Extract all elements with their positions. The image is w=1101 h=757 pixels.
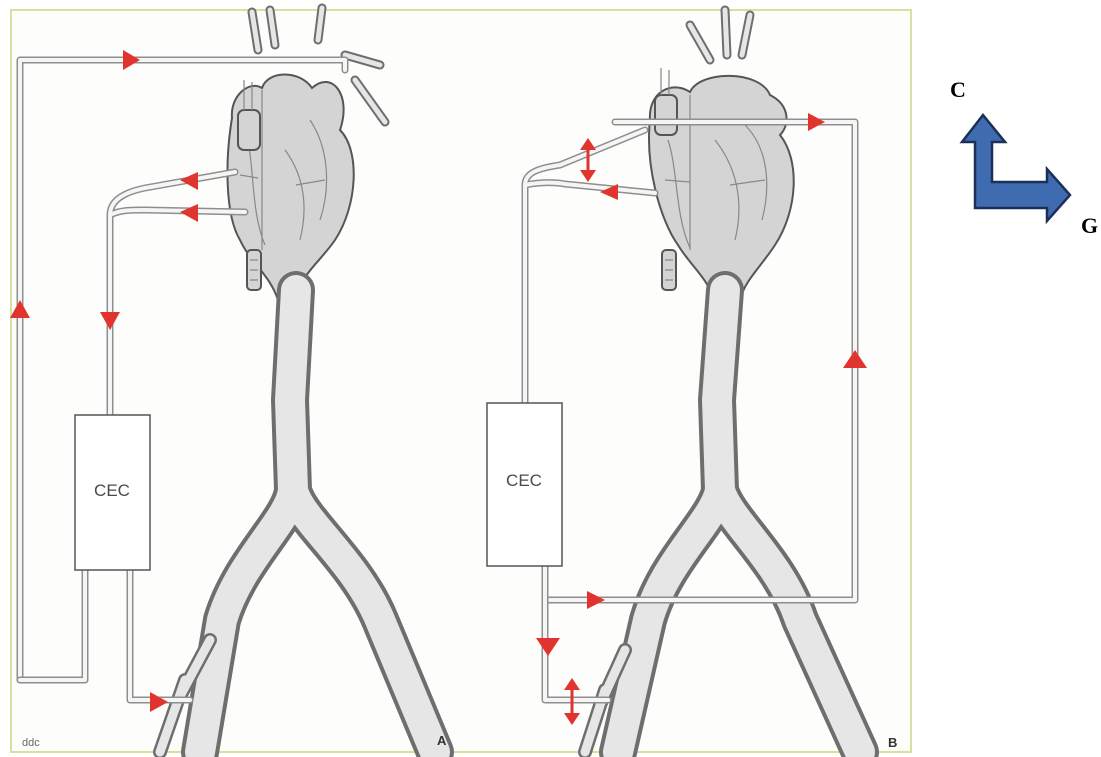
compass-arrow-icon [962,115,1070,221]
panel-b-cec-label: CEC [506,471,542,490]
orientation-compass: C G [950,77,1098,238]
panel-a-cec-label: CEC [94,481,130,500]
compass-up-label: C [950,77,966,102]
panel-a-letter: A [437,733,447,748]
panel-a-corner-mark: ddc [22,737,40,749]
compass-right-label: G [1081,213,1098,238]
panel-b-letter: B [888,735,897,750]
